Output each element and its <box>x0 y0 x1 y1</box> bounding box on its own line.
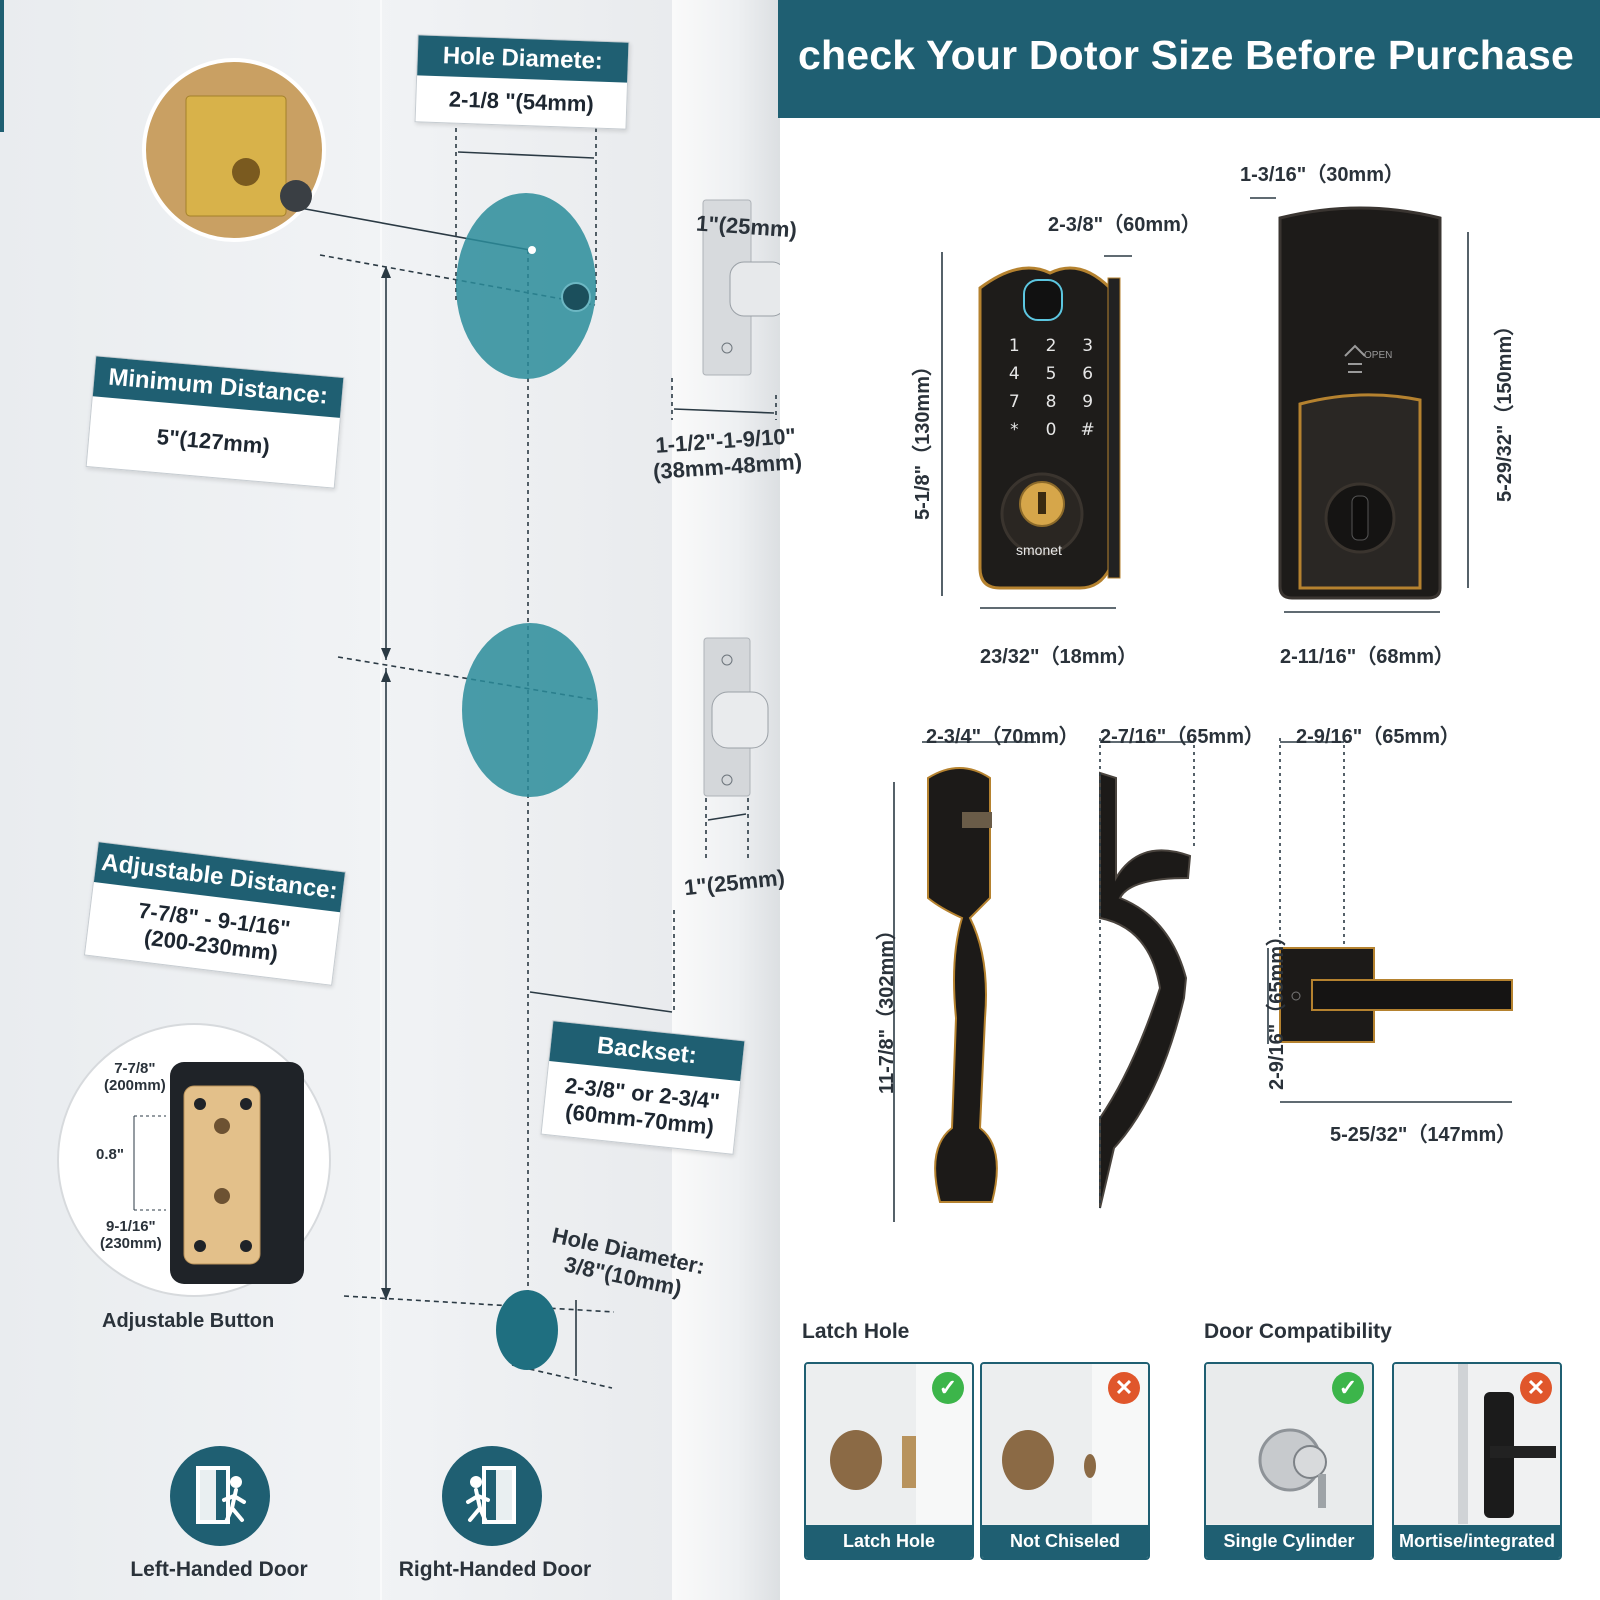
keypad-keys: 1 2 3 4 5 6 7 8 9 * 0 # <box>996 336 1106 440</box>
left-handed-door-icon <box>170 1446 270 1546</box>
keypad-depth-label: 23/32"（18mm） <box>980 646 1138 668</box>
right-handed-door-icon <box>442 1446 542 1546</box>
key-4[interactable]: 4 <box>1008 364 1020 384</box>
mortise-card: ✕ Mortise/integrated <box>1392 1362 1562 1560</box>
minimum-distance-box: Minimum Distance: 5"(127mm) <box>85 355 345 490</box>
not-chiseled-card: ✕ Not Chiseled <box>980 1362 1150 1560</box>
interior-height-label: 5-29/32"（150mm） <box>1494 315 1516 502</box>
adjust-bottom-label: 9-1/16" (230mm) <box>100 1218 162 1252</box>
backset-arrow <box>529 991 673 1013</box>
keypad-height-label: 5-1/8"（130mm） <box>912 355 934 520</box>
bore-hole-bottom <box>462 623 598 797</box>
key-star[interactable]: * <box>1010 420 1019 440</box>
adjust-middle-label: 0.8" <box>96 1146 124 1163</box>
door-compat-section-title: Door Compatibility <box>1204 1320 1392 1343</box>
interior-unit <box>1278 206 1442 600</box>
left-handed-door-label: Left-Handed Door <box>130 1558 308 1581</box>
door-face <box>0 0 780 1600</box>
single-cylinder-card: ✓ Single Cylinder <box>1204 1362 1374 1560</box>
key-2[interactable]: 2 <box>1045 336 1057 356</box>
door-seam <box>380 0 382 1600</box>
key-0[interactable]: 0 <box>1045 420 1057 440</box>
adjust-bottom-line2: (230mm) <box>100 1235 162 1252</box>
not-chiseled-card-label: Not Chiseled <box>982 1525 1148 1558</box>
key-8[interactable]: 8 <box>1045 392 1057 412</box>
key-3[interactable]: 3 <box>1082 336 1094 356</box>
small-hole <box>496 1290 558 1370</box>
page-title: check Your Dotor Size Before Purchase <box>798 32 1575 78</box>
bottom-hole-level <box>343 1295 615 1313</box>
bore-hole-top <box>456 193 596 379</box>
bottom-hole-edge <box>511 1364 613 1389</box>
handle-front <box>927 767 998 1203</box>
interior-width-label: 2-11/16"（68mm） <box>1280 646 1455 668</box>
adjust-top-line2: (200mm) <box>104 1077 166 1094</box>
hole-diameter-box: Hole Diamete: 2-1/8 "(54mm) <box>414 34 630 131</box>
check-icon: ✓ <box>1332 1372 1364 1404</box>
latch-hole-section-title: Latch Hole <box>802 1320 910 1343</box>
backset-box: Backset: 2-3/8" or 2-3/4" (60mm-70mm) <box>540 1020 746 1155</box>
fingerprint-sensor <box>1023 279 1063 321</box>
cross-icon: ✕ <box>1108 1372 1140 1404</box>
keypad-front <box>978 266 1112 590</box>
accent-bar <box>0 0 4 132</box>
single-cylinder-card-label: Single Cylinder <box>1206 1525 1372 1558</box>
lever-length-label: 5-25/32"（147mm） <box>1330 1124 1517 1146</box>
lever <box>1279 947 1513 1043</box>
hole-diameter-arrow <box>457 151 595 159</box>
product-drawings <box>893 197 1513 1222</box>
key-hash[interactable]: # <box>1080 420 1095 440</box>
door-thickness-arrow <box>673 408 775 414</box>
cross-icon: ✕ <box>1520 1372 1552 1404</box>
adjust-bottom-line1: 9-1/16" <box>106 1218 156 1235</box>
mortise-card-label: Mortise/integrated <box>1394 1525 1560 1558</box>
strike-width-arrow <box>707 813 747 821</box>
adjust-top-label: 7-7/8" (200mm) <box>104 1060 166 1094</box>
latch-hole-card: ✓ Latch Hole <box>804 1362 974 1560</box>
latch-hole-card-label: Latch Hole <box>806 1525 972 1558</box>
key-7[interactable]: 7 <box>1008 392 1020 412</box>
key-1[interactable]: 1 <box>1008 336 1020 356</box>
right-handed-door-label: Right-Handed Door <box>398 1558 592 1581</box>
hole-diameter-value: 2-1/8 "(54mm) <box>448 86 595 117</box>
interior-thickness-label: 1-3/16"（30mm） <box>1240 164 1405 186</box>
header-banner <box>778 0 1600 118</box>
keypad-width-label: 2-3/8"（60mm） <box>1048 214 1201 236</box>
key-6[interactable]: 6 <box>1082 364 1094 384</box>
check-icon: ✓ <box>932 1372 964 1404</box>
handle-front-width-label: 2-3/4"（70mm） <box>926 726 1079 748</box>
adjust-top-line1: 7-7/8" <box>114 1060 156 1077</box>
open-label: OPEN <box>1364 350 1393 361</box>
handle-height-label: 11-7/8"（302mm） <box>876 919 898 1094</box>
latch-bolt <box>729 261 780 317</box>
adjustable-button-caption: Adjustable Button <box>102 1310 275 1332</box>
strike-bolt <box>711 691 769 749</box>
handle-side <box>1099 771 1192 1209</box>
brand-logo: smonet <box>1016 542 1062 558</box>
handle-side-width-label: 2-7/16"（65mm） <box>1100 726 1265 748</box>
key-5[interactable]: 5 <box>1045 364 1057 384</box>
lever-height-label: 2-9/16"（65mm） <box>1266 925 1288 1090</box>
lever-width-label: 2-9/16"（65mm） <box>1296 726 1461 748</box>
drilling-diagram <box>57 58 780 1389</box>
key-9[interactable]: 9 <box>1082 392 1094 412</box>
